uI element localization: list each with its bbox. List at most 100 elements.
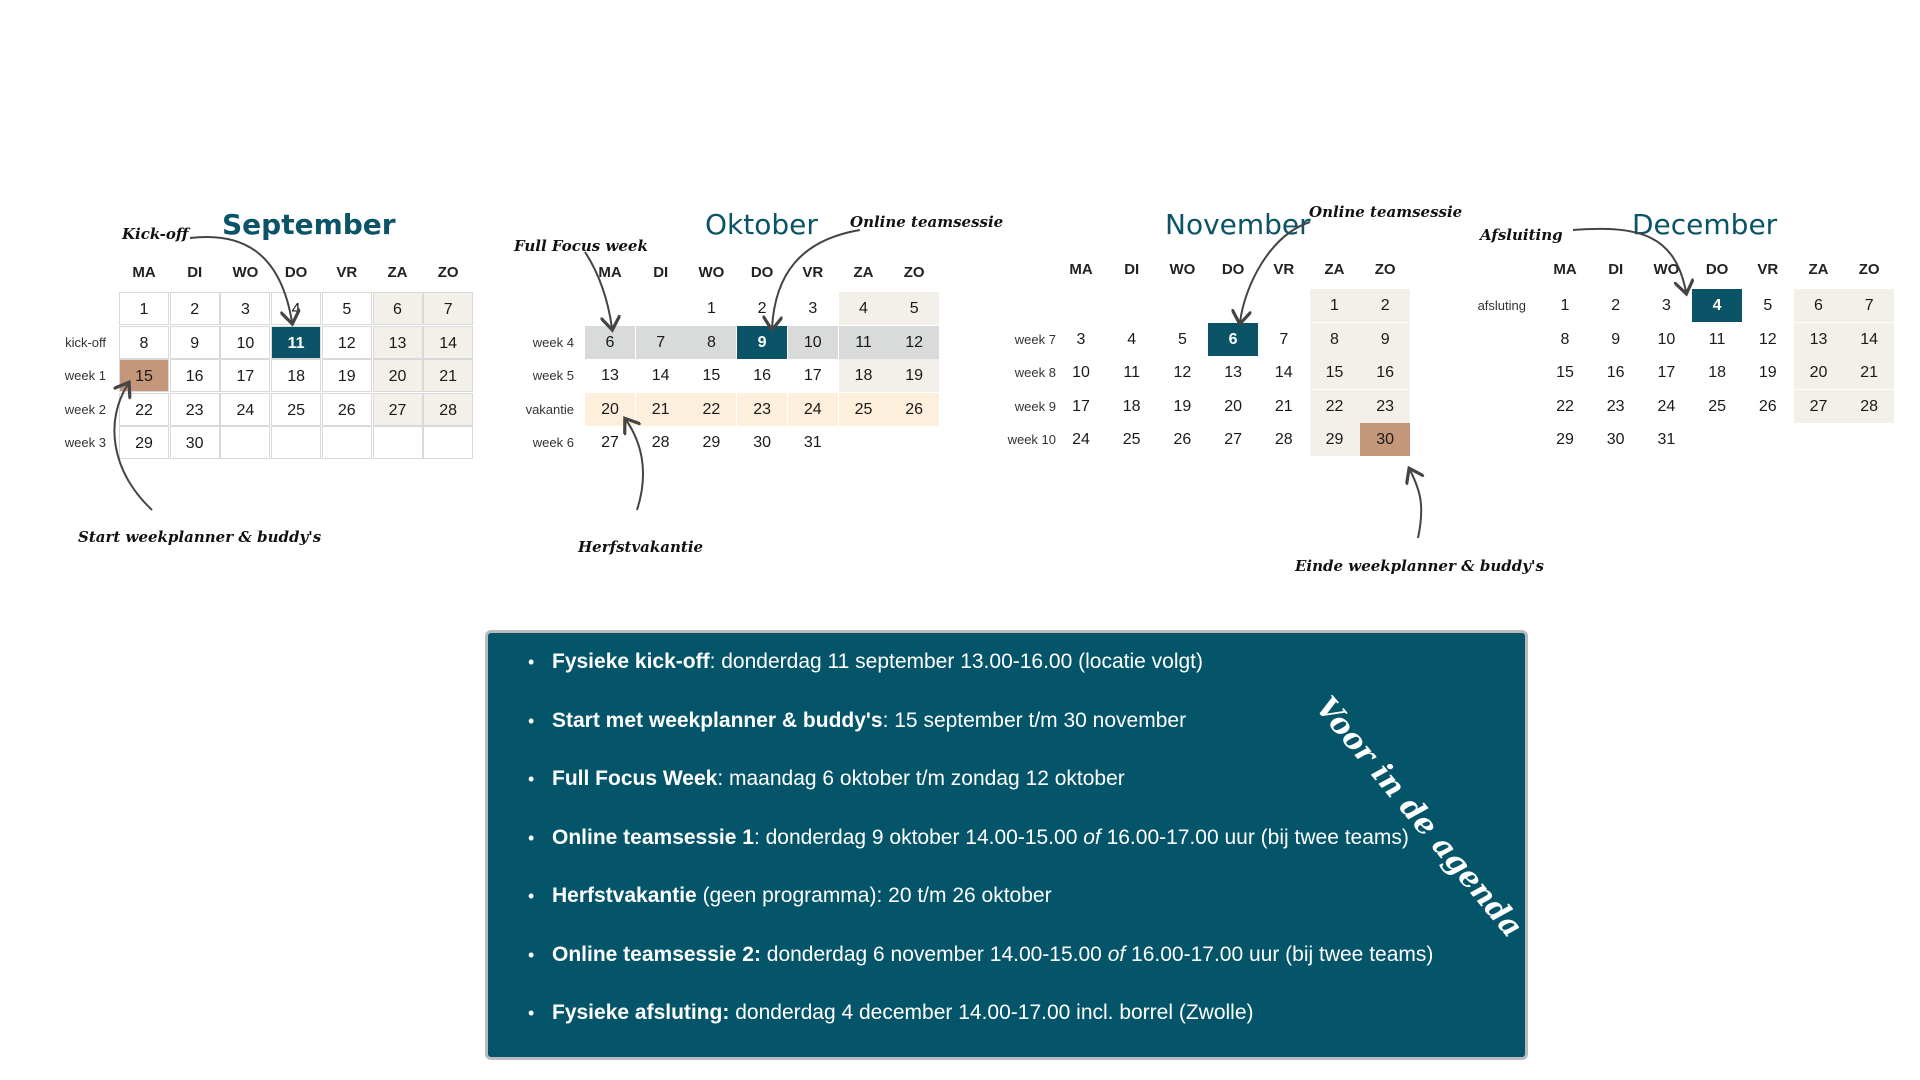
calendar-day: 2 (1360, 289, 1411, 322)
agenda-item-text: Full Focus Week (552, 767, 718, 790)
calendar-day: 18 (838, 359, 889, 392)
annotation-kickoff: Kick-off (122, 225, 189, 243)
week-label: week 5 (532, 368, 574, 383)
agenda-item-text: 16.00-17.00 uur (bij twee teams) (1100, 825, 1409, 849)
calendar-day: 20 (1793, 356, 1844, 389)
calendar-day: 10 (220, 325, 271, 359)
agenda-item: Start met weekplanner & buddy's: 15 sept… (528, 706, 1433, 765)
calendar-day: 8 (1309, 322, 1360, 356)
week-label: week 3 (64, 435, 106, 450)
calendar-day: 26 (321, 392, 372, 426)
week-label: week 7 (1014, 331, 1056, 347)
calendar-day: 24 (787, 392, 838, 426)
agenda-item-text: Online teamsessie 1 (552, 825, 754, 849)
week-label: week 10 (1007, 432, 1056, 447)
calendar-day: 4 (271, 292, 322, 325)
calendar-day: 27 (1224, 431, 1242, 448)
calendar-day: 24 (1072, 431, 1090, 448)
day-header: VR (1757, 261, 1779, 278)
week-label: week 6 (532, 435, 574, 450)
day-header: ZA (1808, 261, 1829, 278)
calendar-day: 29 (119, 426, 169, 459)
month-title: Oktober (705, 208, 818, 241)
calendar-day: 27 (372, 392, 423, 426)
calendar-day: 16 (169, 359, 220, 392)
calendar-day: 22 (686, 392, 737, 426)
calendar-day: 25 (271, 392, 322, 426)
agenda-item: Fysieke afsluting: donderdag 4 december … (528, 998, 1433, 1057)
calendar-day: 28 (423, 392, 474, 426)
calendar-day: 2 (757, 300, 767, 317)
calendar-day: 12 (889, 325, 940, 359)
calendar-day: 12 (1173, 364, 1192, 381)
calendar-day: 23 (1360, 389, 1411, 423)
calendar-day (423, 426, 474, 459)
calendar-day: 1 (119, 292, 169, 325)
day-header: ZA (387, 264, 408, 281)
calendar-day: 4 (838, 292, 889, 325)
calendar-day: 7 (1844, 289, 1895, 322)
day-header: VR (336, 264, 358, 281)
calendar-day: 26 (1758, 397, 1777, 415)
calendar-day: 7 (1279, 330, 1289, 348)
calendar-day: 18 (1708, 364, 1726, 381)
agenda-item-text: : donderdag 11 september 13.00-16.00 (lo… (709, 650, 1204, 673)
week-label: vakantie (525, 401, 574, 417)
calendar-day: 3 (1076, 330, 1086, 348)
calendar-day: 5 (1763, 297, 1773, 314)
annotation-full-focus: Full Focus week (514, 237, 648, 255)
calendar-day: 13 (1224, 364, 1242, 381)
calendar-day: 20 (585, 392, 635, 426)
day-header: DO (1705, 261, 1729, 278)
calendar-day: 11 (838, 325, 889, 359)
calendar-day: 31 (1657, 431, 1676, 448)
calendar-day: 6 (372, 292, 423, 325)
calendar-day: 21 (1844, 356, 1895, 389)
annotation-afsluiting: Afsluiting (1480, 226, 1563, 244)
day-header: ZO (1374, 261, 1396, 278)
calendar-day: 7 (635, 325, 686, 359)
arrow-einde-weekplanner (1410, 470, 1421, 539)
calendar-day: 14 (1274, 364, 1293, 381)
calendar-day: 23 (737, 392, 788, 426)
day-header: WO (1169, 261, 1196, 278)
agenda-item-text: Fysieke afsluting: (552, 1001, 730, 1024)
agenda-item-text: (geen programma): 20 t/m 26 oktober (696, 884, 1052, 907)
calendar-day: 18 (271, 359, 322, 392)
agenda-item: Online teamsessie 1: donderdag 9 oktober… (528, 823, 1433, 882)
calendar-day: 17 (803, 367, 822, 384)
agenda-item: Herfstvakantie (geen programma): 20 t/m … (528, 881, 1433, 940)
calendar-day: 25 (1122, 431, 1141, 448)
calendar-day: 9 (1611, 330, 1621, 348)
calendar-day (321, 426, 372, 459)
day-header: DI (187, 264, 203, 281)
calendar-day: 13 (601, 367, 619, 384)
calendar-day: 17 (220, 359, 271, 392)
calendar-day: 9 (169, 325, 220, 359)
agenda-panel: Fysieke kick-off: donderdag 11 september… (485, 630, 1528, 1060)
week-label: kick-off (65, 334, 106, 350)
agenda-item-text: : maandag 6 oktober t/m zondag 12 oktobe… (717, 767, 1125, 790)
calendar-day: 2 (169, 292, 220, 325)
calendar-day: 11 (1708, 330, 1726, 348)
agenda-item-text: of (1083, 825, 1101, 849)
calendar-day: 22 (1556, 397, 1574, 415)
day-header: DI (1608, 261, 1624, 278)
agenda-item: Fysieke kick-off: donderdag 11 september… (528, 647, 1433, 706)
calendar-day: 22 (119, 392, 169, 426)
day-header: ZA (1324, 261, 1345, 278)
calendar-day: 12 (321, 325, 372, 359)
day-header: MA (132, 264, 156, 281)
calendar-day: 30 (753, 434, 771, 451)
annotation-start-weekplanner: Start weekplanner & buddy's (78, 528, 322, 546)
calendar-day: 3 (808, 300, 818, 317)
calendar-day: 10 (1657, 330, 1676, 348)
calendar-day: 5 (1177, 330, 1187, 348)
calendar-day: 22 (1309, 389, 1360, 423)
calendar-day: 26 (889, 392, 940, 426)
day-header: WO (698, 264, 725, 281)
day-header: ZO (903, 264, 925, 281)
agenda-item-text: donderdag 6 november 14.00-15.00 (760, 942, 1108, 966)
agenda-item: Full Focus Week: maandag 6 oktober t/m z… (528, 764, 1433, 823)
calendar-day: 28 (1274, 431, 1293, 448)
